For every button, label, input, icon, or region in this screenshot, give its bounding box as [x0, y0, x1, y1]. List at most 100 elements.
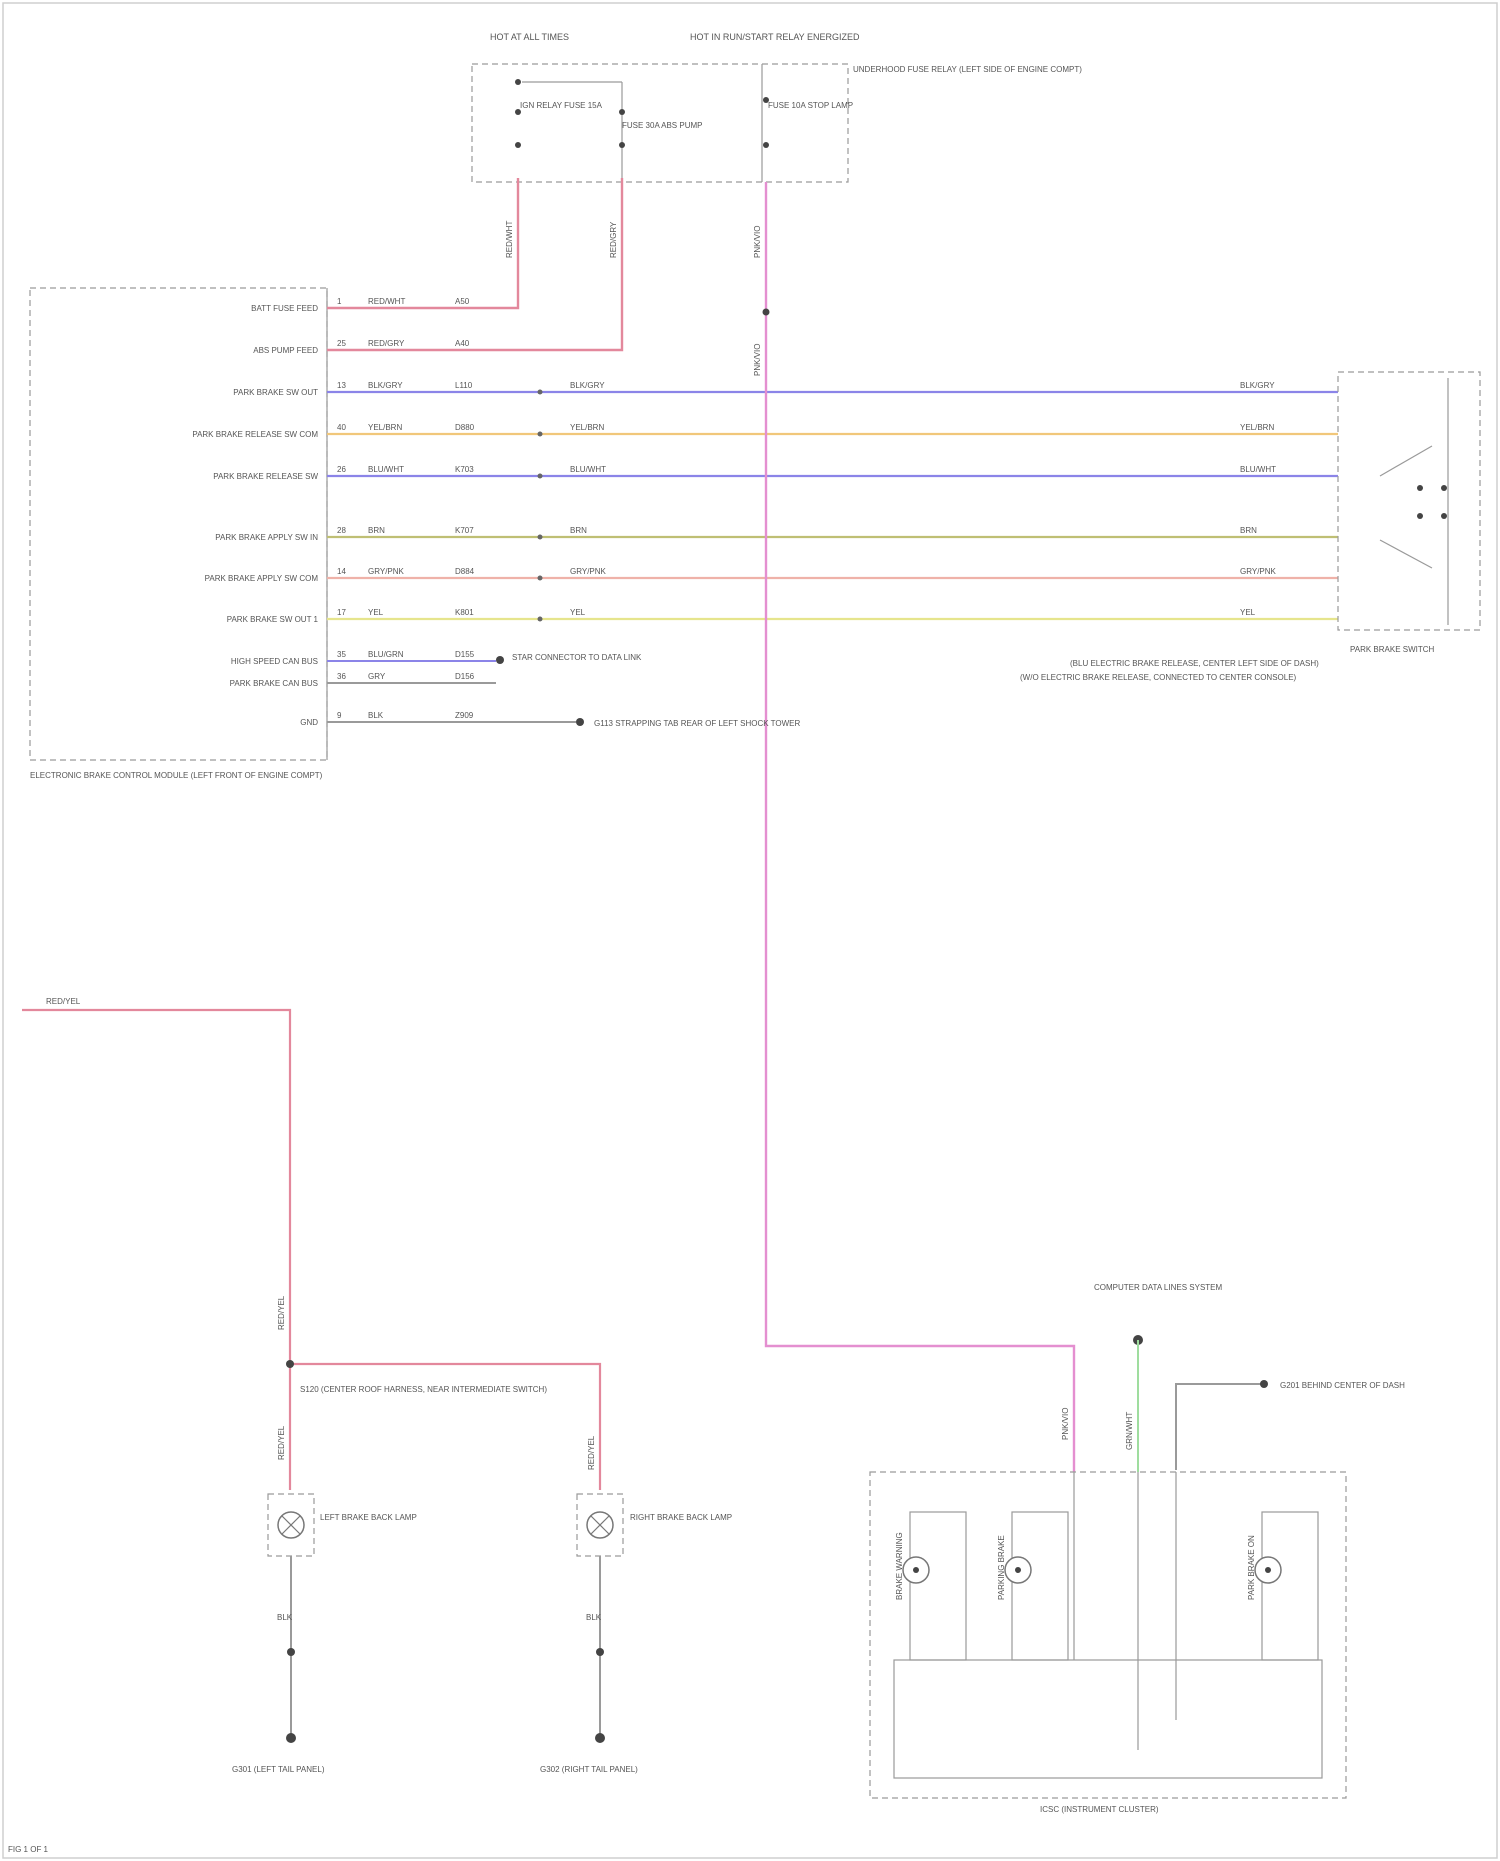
- module-pin-number: 13: [337, 381, 346, 390]
- module-pin-number: 1: [337, 297, 342, 306]
- module-pin-number: 28: [337, 526, 346, 535]
- inline-connector-pin: [538, 617, 543, 622]
- module-pin-number: 14: [337, 567, 346, 576]
- wire-stop-lamp-feed: [766, 182, 1074, 1472]
- module-pin-name: PARK BRAKE RELEASE SW COM: [192, 430, 318, 439]
- module-pin-name: BATT FUSE FEED: [251, 304, 318, 313]
- lamp-splice-label: S120 (CENTER ROOF HARNESS, NEAR INTERMED…: [300, 1385, 547, 1394]
- wire-inline-color: BLK/GRY: [570, 381, 605, 390]
- module-pin-number: 36: [337, 672, 346, 681]
- wire-label-vertical: PNK/VIO: [753, 344, 762, 376]
- fuse-box: HOT AT ALL TIMES HOT IN RUN/START RELAY …: [472, 32, 1082, 182]
- can-note: STAR CONNECTOR TO DATA LINK: [512, 653, 642, 662]
- wire-abs-pump-feed: [327, 178, 622, 350]
- module-pin-number: 17: [337, 608, 346, 617]
- wire-label-vertical: RED/GRY: [609, 221, 618, 258]
- module-pin-name: GND: [300, 718, 318, 727]
- module-pin-number: 40: [337, 423, 346, 432]
- right-ground-label: G302 (RIGHT TAIL PANEL): [540, 1765, 638, 1774]
- wire-label-vertical: GRN/WHT: [1125, 1412, 1134, 1450]
- cluster-label: ICSC (INSTRUMENT CLUSTER): [1040, 1805, 1159, 1814]
- module-pin-number: 25: [337, 339, 346, 348]
- switch-label-1: PARK BRAKE SWITCH: [1350, 645, 1435, 654]
- wire-label-vertical: RED/WHT: [505, 221, 514, 258]
- inline-connector-pin: [538, 535, 543, 540]
- module-pin-wire-color: BLK: [368, 711, 384, 720]
- module-pin-name: PARK BRAKE APPLY SW IN: [215, 533, 318, 542]
- module-pin-wire-color: GRY: [368, 672, 386, 681]
- inline-connector-pin: [538, 432, 543, 437]
- fuse-label-2: FUSE 30A ABS PUMP: [622, 121, 702, 130]
- module-pin-circuit: D156: [455, 672, 475, 681]
- splice-point: [763, 309, 770, 316]
- wire-batt-fuse-feed: [327, 178, 518, 308]
- indicator-brake-warning: BRAKE WARNING: [895, 1512, 966, 1660]
- module-pin-name: HIGH SPEED CAN BUS: [231, 657, 318, 666]
- module-pin-name: PARK BRAKE SW OUT 1: [227, 615, 319, 624]
- module-pin-wire-color: BLU/WHT: [368, 465, 404, 474]
- module-pin-circuit: Z909: [455, 711, 474, 720]
- wire-inline-color: BLU/WHT: [570, 465, 606, 474]
- module-pin-circuit: K707: [455, 526, 474, 535]
- lamp-feed-wire-line: [22, 1010, 600, 1490]
- switch-label-2: (BLU ELECTRIC BRAKE RELEASE, CENTER LEFT…: [1070, 659, 1319, 668]
- cluster-ground-note: G201 BEHIND CENTER OF DASH: [1280, 1381, 1405, 1390]
- fuse-label-1: IGN RELAY FUSE 15A: [520, 101, 603, 110]
- wire-inline-color: YEL/BRN: [570, 423, 604, 432]
- module-pin-wire-color: BRN: [368, 526, 385, 535]
- wire-layer: [327, 178, 1338, 1472]
- module-pin-name: PARK BRAKE APPLY SW COM: [205, 574, 319, 583]
- inline-connector-pin: [538, 576, 543, 581]
- wire-switch-end-color: GRY/PNK: [1240, 567, 1277, 576]
- module-label: ELECTRONIC BRAKE CONTROL MODULE (LEFT FR…: [30, 771, 323, 780]
- wire-switch-end-color: YEL/BRN: [1240, 423, 1274, 432]
- wire-inline-color: GRY/PNK: [570, 567, 607, 576]
- wire-label-vertical: RED/YEL: [587, 1435, 596, 1470]
- module-pin-circuit: D884: [455, 567, 475, 576]
- module-pin-circuit: A40: [455, 339, 470, 348]
- module-pin-name: ABS PUMP FEED: [253, 346, 318, 355]
- indicator-label-1: BRAKE WARNING: [895, 1532, 904, 1600]
- wire-label-vertical: RED/YEL: [277, 1425, 286, 1460]
- module-pin-wire-color: YEL/BRN: [368, 423, 402, 432]
- lamp-feed-wire: RED/YEL: [46, 997, 81, 1006]
- instrument-cluster: COMPUTER DATA LINES SYSTEM G201 BEHIND C…: [870, 1283, 1405, 1814]
- indicator-parking-brake: PARKING BRAKE: [997, 1512, 1068, 1660]
- indicator-label-2: PARKING BRAKE: [997, 1535, 1006, 1600]
- fuse-box-side-label: UNDERHOOD FUSE RELAY (LEFT SIDE OF ENGIN…: [853, 65, 1082, 74]
- footer-label: FIG 1 OF 1: [8, 1845, 49, 1854]
- module-pin-wire-color: YEL: [368, 608, 384, 617]
- cluster-top-label: COMPUTER DATA LINES SYSTEM: [1094, 1283, 1223, 1292]
- module-pin-circuit: D155: [455, 650, 475, 659]
- wire-label-vertical: PNK/VIO: [1061, 1408, 1070, 1440]
- module-pin-wire-color: GRY/PNK: [368, 567, 405, 576]
- left-lamp-label: LEFT BRAKE BACK LAMP: [320, 1513, 417, 1522]
- module-pin-circuit: A50: [455, 297, 470, 306]
- wire-label-vertical: PNK/VIO: [753, 226, 762, 258]
- wire-inline-color: BRN: [570, 526, 587, 535]
- wire-switch-end-color: BLU/WHT: [1240, 465, 1276, 474]
- wire-switch-end-color: YEL: [1240, 608, 1256, 617]
- inline-connector-pin: [538, 474, 543, 479]
- indicator-label-3: PARK BRAKE ON: [1247, 1535, 1256, 1600]
- module-pin-number: 9: [337, 711, 342, 720]
- module-pin-wire-color: RED/WHT: [368, 297, 405, 306]
- right-ground-wire: BLK: [586, 1613, 602, 1622]
- module-pin-circuit: L110: [455, 381, 473, 390]
- module-pin-circuit: K703: [455, 465, 474, 474]
- brake-lamps: RED/YEL S120 (CENTER ROOF HARNESS, NEAR …: [22, 997, 732, 1774]
- module-pin-name: PARK BRAKE CAN BUS: [230, 679, 318, 688]
- module-pin-number: 35: [337, 650, 346, 659]
- wire-inline-color: YEL: [570, 608, 586, 617]
- module-pin-wire-color: BLU/GRN: [368, 650, 404, 659]
- switch-label-3: (W/O ELECTRIC BRAKE RELEASE, CONNECTED T…: [1020, 673, 1297, 682]
- wire-switch-end-color: BLK/GRY: [1240, 381, 1275, 390]
- wire-switch-end-color: BRN: [1240, 526, 1257, 535]
- module-pin-number: 26: [337, 465, 346, 474]
- module-pin-name: PARK BRAKE SW OUT: [233, 388, 318, 397]
- inline-connector-pin: [538, 390, 543, 395]
- left-ground-wire: BLK: [277, 1613, 293, 1622]
- indicator-park-brake-on: PARK BRAKE ON: [1247, 1512, 1318, 1660]
- ground-note: G113 STRAPPING TAB REAR OF LEFT SHOCK TO…: [594, 719, 800, 728]
